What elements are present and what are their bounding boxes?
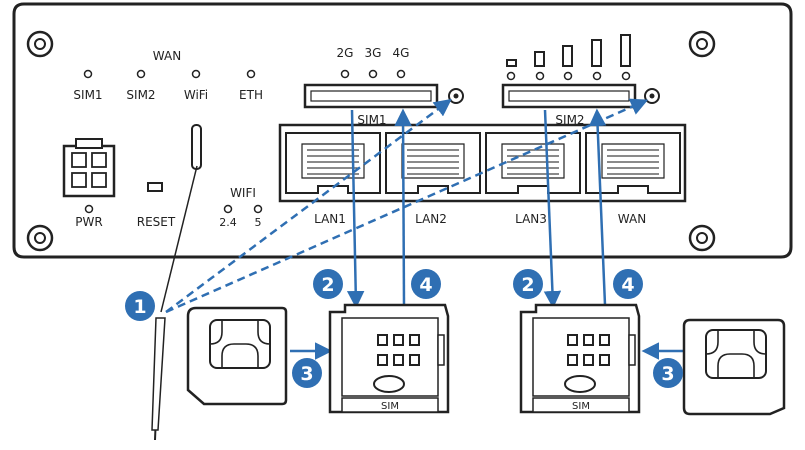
3g-led [368,69,378,79]
step-badge-1: 1 [125,291,155,321]
sim2-eject-button [644,88,660,104]
svg-text:3: 3 [300,363,313,385]
sim1-slot-label: SIM1 [357,113,386,127]
step-badge-4-right: 4 [613,269,643,299]
sim2-slot: SIM2 [501,83,637,127]
step-badge-2-right: 2 [513,269,543,299]
sim1-slot: SIM1 [303,83,439,127]
lan2-label: LAN2 [415,212,447,226]
sim1-led-label: SIM1 [73,88,102,102]
step-badge-3-right: 3 [653,358,683,388]
step-badge-2-left: 2 [313,269,343,299]
wifi-band-title: WIFI [230,186,256,200]
eject-pin-arrows [165,98,649,314]
step-badge-3-left: 3 [292,358,322,388]
3g-label: 3G [365,46,382,60]
signal-strength-icon [506,34,631,81]
sim2-led-label: SIM2 [126,88,155,102]
svg-text:3: 3 [661,363,674,385]
reset-label: RESET [137,215,176,229]
wifi-5-label: 5 [255,216,262,229]
svg-text:4: 4 [419,274,432,296]
screw-icon [26,224,54,252]
wifi-led [191,69,201,79]
reset-button-icon [147,182,163,192]
eth-led [246,69,256,79]
svg-text:2: 2 [321,274,334,296]
screw-icon [26,30,54,58]
4g-led [396,69,406,79]
4g-label: 4G [393,46,410,60]
wan-port-label: WAN [618,212,646,226]
sim-tray-right: SIM [519,303,641,414]
wifi-led-label: WiFi [184,88,208,102]
lan3-label: LAN3 [515,212,547,226]
eth-led-label: ETH [239,88,263,102]
ethernet-port-icon [485,132,581,194]
sim-card-icon [682,318,786,416]
svg-text:4: 4 [621,274,634,296]
svg-text:1: 1 [133,296,146,318]
eject-pin-icon [151,165,198,441]
wan-led-group: WAN SIM1 SIM2 WiFi ETH [73,49,263,102]
sim-tray-left: SIM [328,303,450,414]
mobile-tech-leds: 2G 3G 4G [337,46,410,79]
sim-tray-label: SIM [572,401,590,412]
ethernet-port-block [278,123,687,203]
screw-icon [688,30,716,58]
power-connector-icon [62,138,116,198]
screw-icon [688,224,716,252]
step-badge-4-left: 4 [411,269,441,299]
sim2-slot-label: SIM2 [555,113,584,127]
svg-text:2: 2 [521,274,534,296]
sim-tray-label: SIM [381,401,399,412]
lan1-label: LAN1 [314,212,346,226]
sim-card-icon [186,306,288,406]
sim2-led [136,69,146,79]
2g-label: 2G [337,46,354,60]
wifi-band-leds: WIFI 2.4 5 [219,186,263,229]
wan-group-label: WAN [153,49,181,63]
wifi-24-label: 2.4 [219,216,237,229]
power-led [84,204,94,214]
sim1-led [83,69,93,79]
tray-arrows [290,108,684,360]
pwr-label: PWR [75,215,102,229]
ethernet-port-icon [385,132,481,194]
sim1-eject-button [448,88,464,104]
ethernet-port-icon [585,132,681,194]
antenna-connector [191,124,202,170]
2g-led [340,69,350,79]
